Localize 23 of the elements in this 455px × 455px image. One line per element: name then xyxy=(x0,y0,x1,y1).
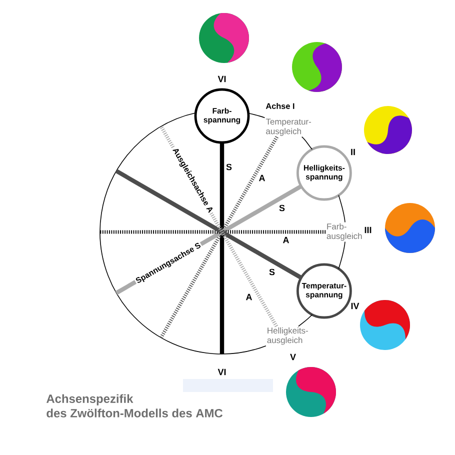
circle-arc xyxy=(301,136,313,150)
edge-label: A xyxy=(244,293,254,301)
edge-label: A xyxy=(282,236,290,244)
edge-label: A xyxy=(258,174,266,182)
caption: Achsenspezifik des Zwölfton-Modells des AMC xyxy=(46,394,223,418)
circle-arc xyxy=(248,112,266,118)
hatched-axis-line xyxy=(100,230,326,234)
circle-arc xyxy=(298,314,313,327)
roman-numeral: III xyxy=(364,226,372,234)
edge-label: S xyxy=(268,268,276,276)
edge-label: S xyxy=(278,204,286,212)
edge-label: S xyxy=(225,163,233,171)
circle-arc xyxy=(338,241,346,270)
roman-numeral: VI xyxy=(218,368,226,376)
roman-numeral: V xyxy=(290,354,296,360)
axis-line xyxy=(115,169,302,280)
end-label: Farb- ausgleich xyxy=(326,223,362,241)
axis-line xyxy=(220,142,224,354)
end-label: Helligkeits- ausgleich xyxy=(267,327,308,345)
axis-heading: Achse I xyxy=(266,103,294,109)
end-label: Temperatur- ausgleich xyxy=(266,118,311,136)
circle-arc xyxy=(338,194,346,223)
circle-arc xyxy=(100,112,266,354)
